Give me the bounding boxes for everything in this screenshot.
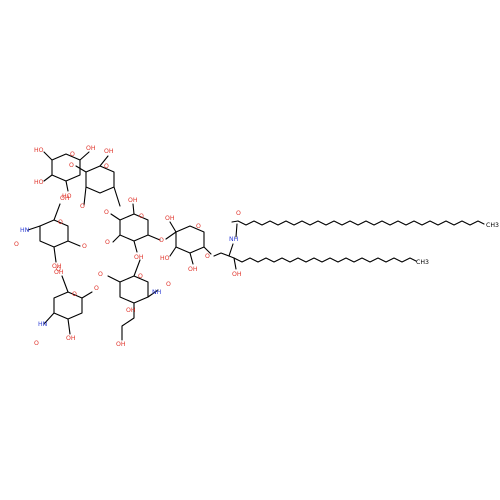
atom-label-o: O bbox=[82, 243, 87, 250]
atom-label-o: O bbox=[98, 271, 103, 278]
tgal-oh-bond-3 bbox=[65, 180, 69, 192]
sialic-acid-ring-middle bbox=[119, 275, 149, 304]
galnac-nac-bond bbox=[83, 186, 87, 206]
atom-label-oh: OH bbox=[232, 271, 242, 278]
atom-label-ho: HO bbox=[34, 147, 44, 154]
sia-mid-linkage bbox=[133, 259, 141, 277]
sialic-acid-ring-upper bbox=[39, 219, 69, 248]
sia-upper-carboxyl-bond bbox=[67, 240, 81, 247]
atom-label-o: O bbox=[56, 266, 61, 273]
atom-label-o: O bbox=[69, 162, 74, 169]
sia-upper-nac-bond bbox=[27, 225, 41, 231]
atom-label-o: O bbox=[236, 210, 241, 217]
atom-label-ch3: CH3 bbox=[486, 222, 499, 229]
c2-n-bond bbox=[228, 243, 234, 257]
atom-label-oh: OH bbox=[188, 266, 198, 273]
sia-lower-carboxyl-bond bbox=[81, 291, 93, 299]
atom-label-o: O bbox=[105, 239, 110, 246]
atom-label-oh: OH bbox=[66, 335, 76, 342]
tgal-c6-bond bbox=[79, 151, 90, 161]
atom-label-hn: HN bbox=[20, 227, 30, 234]
atom-label-o: O bbox=[205, 253, 210, 260]
sia-lower-nac-bond bbox=[43, 312, 55, 325]
atom-label-oh: OH bbox=[86, 145, 96, 152]
atom-label-oh: OH bbox=[60, 195, 70, 202]
atom-label-o: O bbox=[14, 241, 19, 248]
atom-label-o: O bbox=[94, 285, 99, 292]
atom-label-oh: OH bbox=[128, 197, 138, 204]
sialic-acid-ring-lower bbox=[53, 291, 83, 320]
atom-label-ho: HO bbox=[62, 193, 72, 200]
galnac-ring bbox=[85, 165, 115, 194]
atom-label-ch3: CH3 bbox=[416, 259, 429, 266]
fatty-acyl-chain bbox=[237, 220, 485, 226]
gal-c6-bond bbox=[132, 203, 135, 215]
atom-label-o: O bbox=[34, 340, 39, 347]
tgal-oh-bond-2 bbox=[43, 174, 53, 182]
atom-label-o: O bbox=[80, 203, 85, 210]
atom-label-o: O bbox=[72, 291, 77, 298]
glc-glycosidic-bond bbox=[203, 246, 212, 255]
atom-label-o: O bbox=[104, 209, 109, 216]
atom-label-oh: OH bbox=[134, 254, 144, 261]
galnac-glycosidic-bond bbox=[113, 186, 121, 207]
gal-glycosidic-bond bbox=[147, 234, 161, 241]
glc-c2-oh-bond bbox=[189, 252, 194, 265]
atom-label-o: O bbox=[159, 237, 164, 244]
atom-label-oh: OH bbox=[165, 215, 175, 222]
sia-mid-nac-bond bbox=[147, 289, 159, 298]
terminal-galactose-ring bbox=[51, 153, 81, 182]
c3-oh-bond bbox=[233, 257, 237, 270]
atom-label-oh: OH bbox=[52, 263, 62, 270]
glucose-ring bbox=[175, 225, 205, 254]
atom-label-o: O bbox=[70, 151, 75, 158]
sia-lower-glycerol bbox=[61, 275, 69, 293]
sia-lower-oh-bond bbox=[67, 318, 71, 335]
carbonyl-bond bbox=[231, 220, 239, 223]
atom-label-layer: CH3CH3ONHOHOOHOOHHOOOHOOHOOOHOOOOHOHOHOH… bbox=[14, 145, 499, 348]
gal-c2-oh-bond bbox=[133, 240, 138, 253]
galnac-c3-o-bond bbox=[75, 165, 87, 173]
atom-label-ho: HO bbox=[34, 179, 44, 186]
tgal-oh-bond-1 bbox=[43, 151, 53, 161]
sia-upper-glycerol bbox=[53, 203, 61, 221]
galnac-c6-bond bbox=[99, 155, 109, 167]
bond-layer bbox=[27, 151, 485, 341]
atom-label-oh: OH bbox=[54, 269, 64, 276]
atom-label-o: O bbox=[138, 273, 143, 280]
sia-mid-glycerol bbox=[121, 302, 135, 341]
atom-label-nh: NH bbox=[229, 236, 239, 243]
sphingoid-head bbox=[213, 252, 235, 259]
atom-label-o: O bbox=[104, 163, 109, 170]
atom-label-o: O bbox=[58, 219, 63, 226]
atom-label-oh: OH bbox=[116, 341, 126, 348]
glc-c3-oh-bond bbox=[169, 246, 177, 257]
atom-label-ho: HO bbox=[160, 255, 170, 262]
atom-label-o: O bbox=[139, 213, 144, 220]
sia-upper-linkage bbox=[53, 246, 57, 263]
gal-c3-o-bond bbox=[112, 234, 121, 243]
atom-label-o: O bbox=[166, 281, 171, 288]
glc-c4-o-bond bbox=[165, 231, 177, 240]
gal-c4-o-bond bbox=[110, 213, 121, 221]
amide-bond bbox=[235, 223, 238, 238]
atom-label-oh: OH bbox=[126, 307, 136, 314]
atom-label-hn: HN bbox=[38, 321, 48, 328]
sphingoid-chain bbox=[233, 257, 417, 263]
glc-c6-bond bbox=[169, 221, 177, 233]
atom-label-o: O bbox=[196, 223, 201, 230]
atom-label-oh: OH bbox=[104, 148, 114, 155]
sia-mid-carboxyl-bond bbox=[107, 275, 121, 283]
atom-label-nh: NH bbox=[152, 289, 162, 296]
